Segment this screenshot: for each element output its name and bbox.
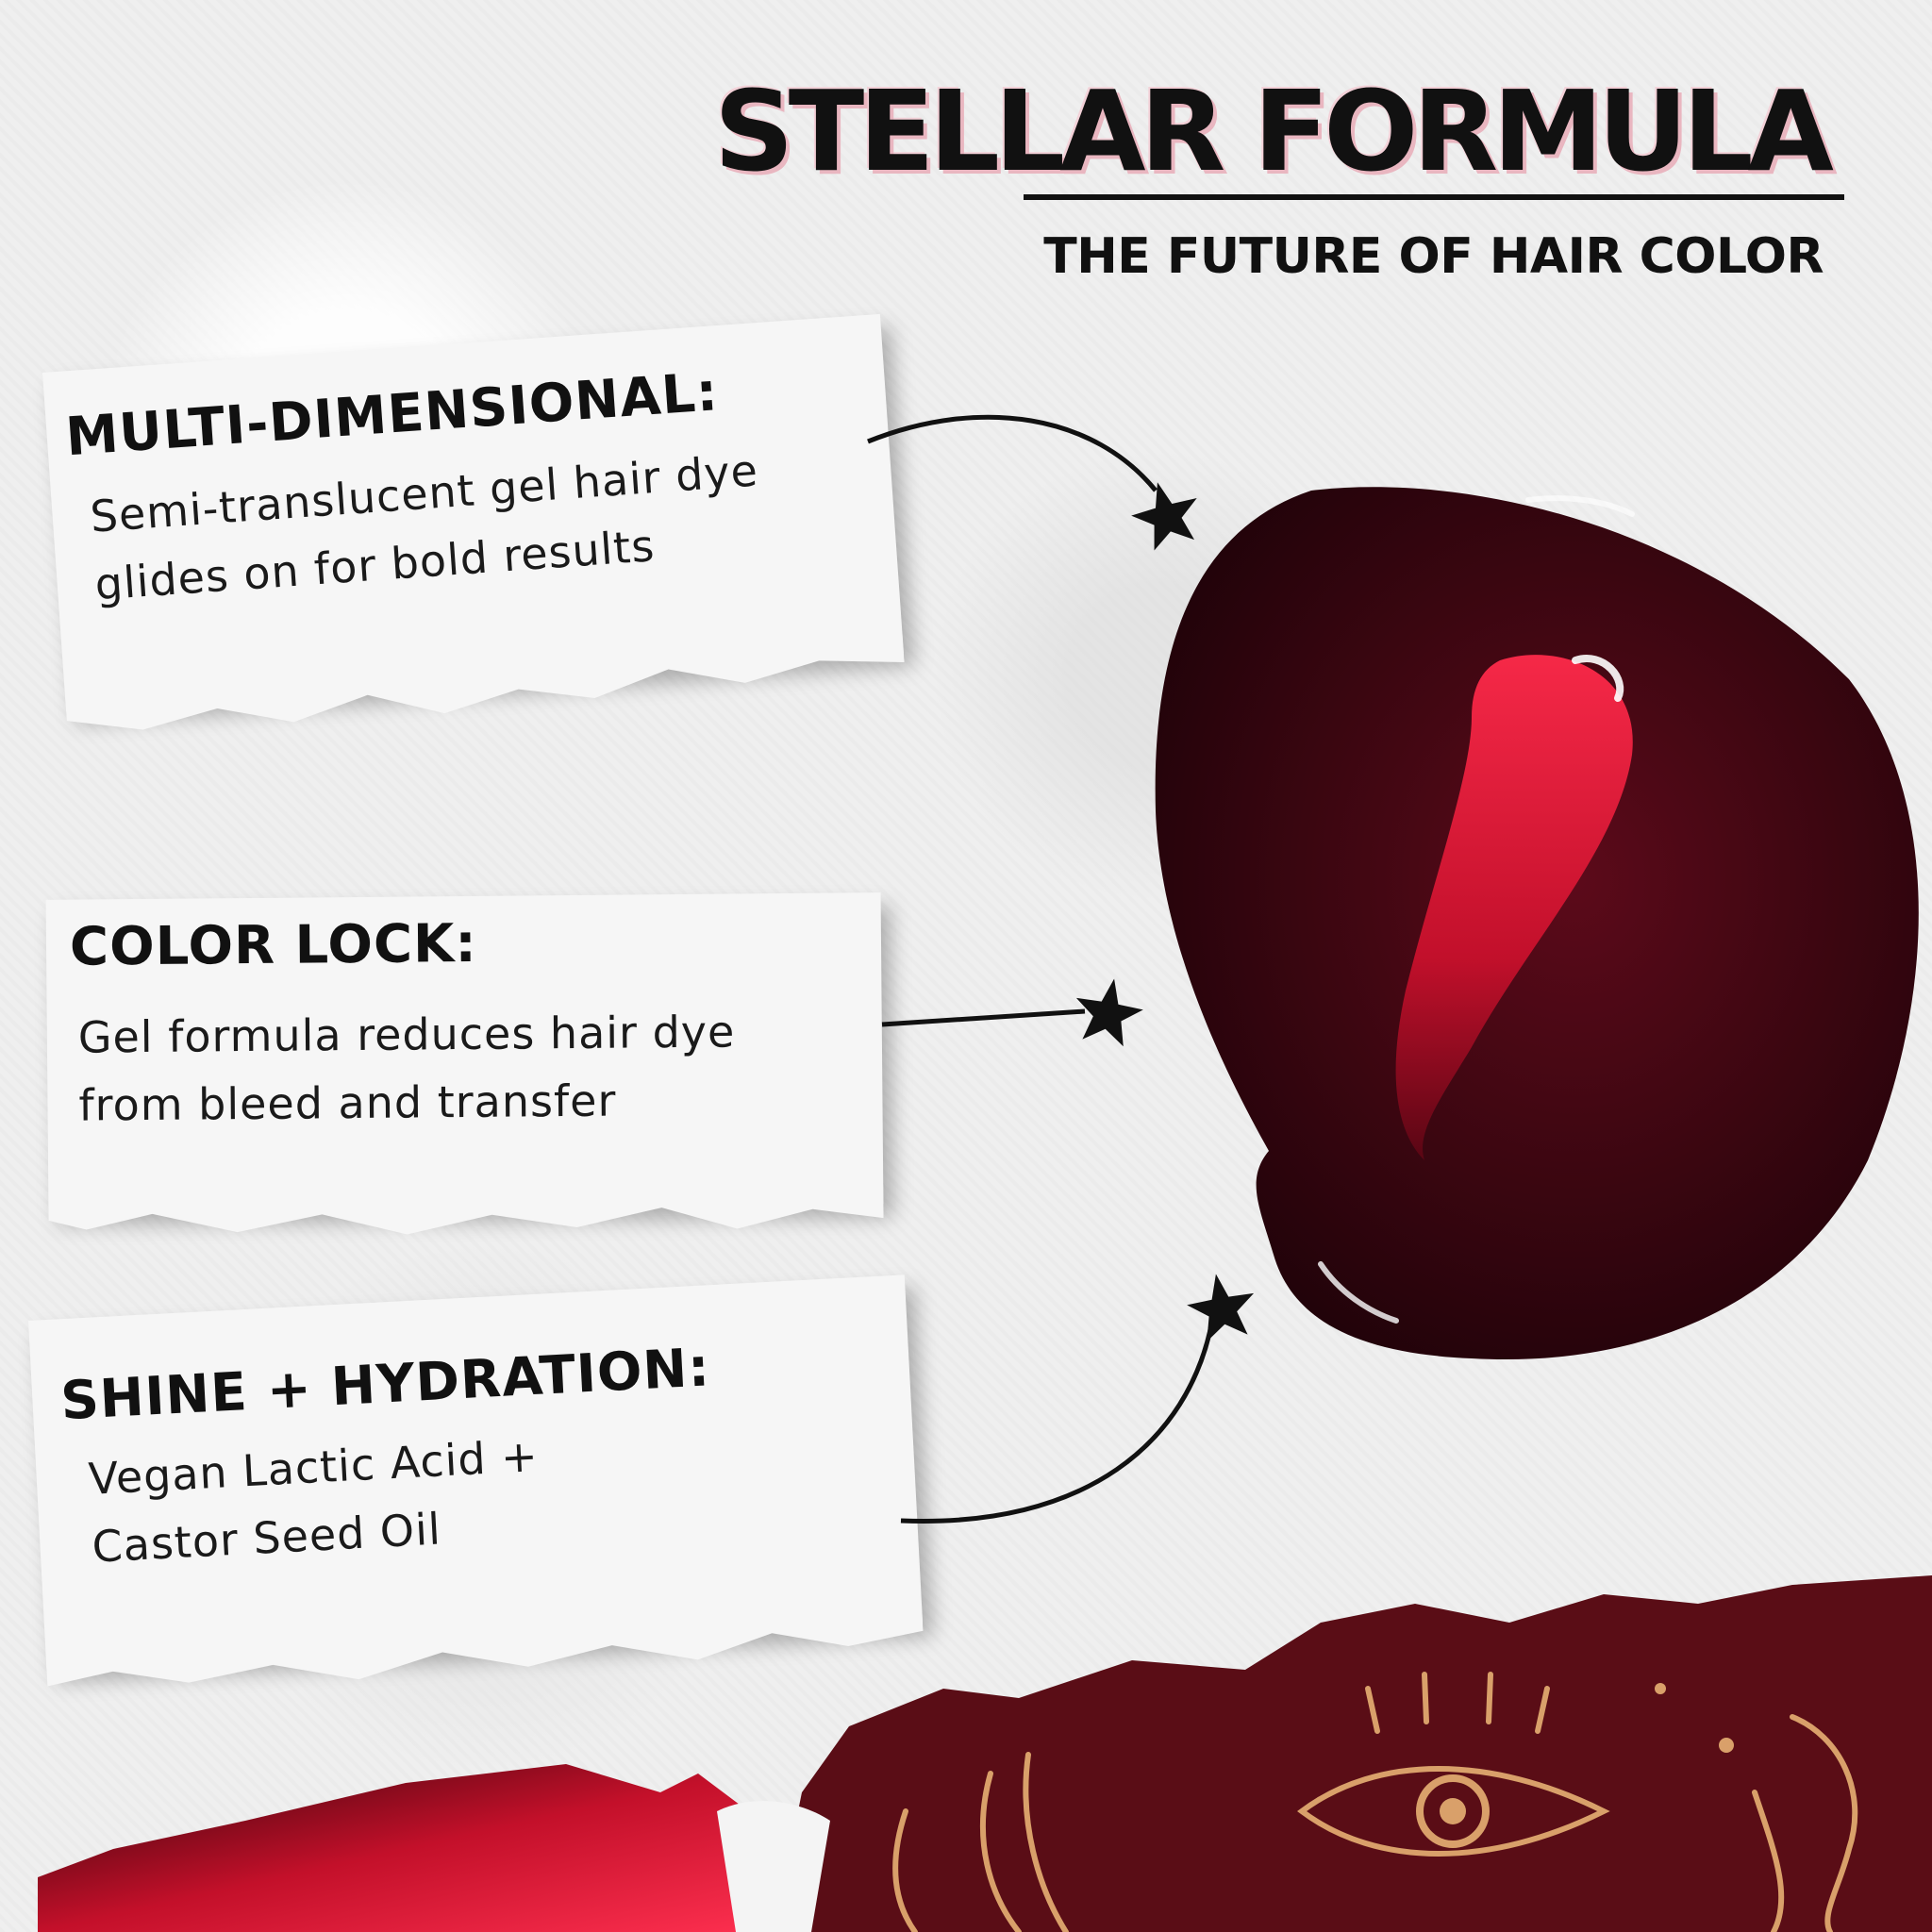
torn-paper-edge: [48, 1185, 884, 1235]
feature-card-color-lock: COLOR LOCK: Gel formula reduces hair dye…: [45, 892, 884, 1235]
feature-body: Vegan Lactic Acid + Castor Seed Oil: [87, 1405, 866, 1581]
torn-paper-edge: [64, 634, 905, 730]
feature-body: Gel formula reduces hair dye from bleed …: [78, 996, 862, 1139]
feature-heading: COLOR LOCK:: [69, 912, 478, 978]
feature-card-shine-hydration: SHINE + HYDRATION: Vegan Lactic Acid + C…: [28, 1274, 924, 1687]
page-title: STELLAR FORMULA: [713, 66, 1834, 196]
torn-paper-edge: [45, 1604, 924, 1687]
eye-icon: [1416, 1774, 1490, 1848]
title-divider: [1024, 194, 1844, 200]
feature-body-line: Gel formula reduces hair dye: [77, 1006, 736, 1063]
feature-body-line: from bleed and transfer: [78, 1074, 617, 1131]
feature-card-multi-dimensional: MULTI-DIMENSIONAL: Semi-translucent gel …: [42, 313, 905, 730]
page-subtitle: THE FUTURE OF HAIR COLOR: [1043, 228, 1824, 285]
